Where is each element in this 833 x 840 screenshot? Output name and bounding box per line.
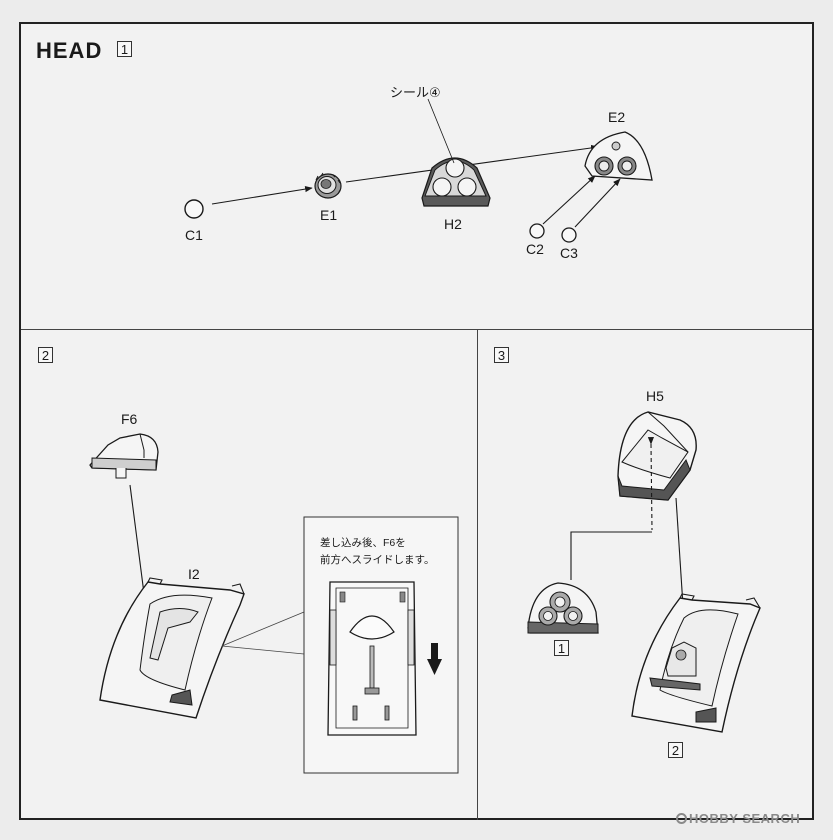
detail-plate (327, 581, 417, 736)
watermark: HOBBY SEARCH (676, 811, 800, 826)
part-c1 (184, 199, 204, 219)
part-c2 (529, 223, 545, 239)
label-e1: E1 (320, 207, 338, 223)
ref-box-1: 1 (554, 640, 569, 656)
vertical-divider (477, 329, 478, 820)
part-i2 (99, 577, 245, 719)
assembly-arrow-c3-e2 (574, 178, 621, 228)
seal-leader-line (427, 98, 455, 164)
label-h2: H2 (444, 216, 462, 232)
down-arrow-icon (427, 643, 442, 675)
horizontal-divider (21, 329, 812, 330)
step-number-1: 1 (117, 41, 132, 57)
part-e2 (584, 131, 653, 181)
label-c3: C3 (560, 245, 578, 261)
detail-note-line-1: 差し込み後、F6を (320, 537, 406, 549)
label-h5: H5 (646, 388, 664, 404)
part-h5 (617, 411, 697, 501)
assembly-guide-h2e2-h5 (570, 531, 652, 580)
label-f6: F6 (121, 411, 138, 427)
ref-box-2: 2 (668, 742, 683, 758)
part-e1 (314, 172, 342, 199)
assembly-arrow-c2-e2 (542, 175, 596, 225)
label-seal: シール④ (390, 85, 441, 100)
step-number-2: 2 (38, 347, 53, 363)
detail-note-line-2: 前方へスライドします。 (320, 554, 435, 566)
label-e2: E2 (608, 109, 626, 125)
label-c2: C2 (526, 241, 544, 257)
page-title: HEAD (36, 38, 103, 63)
subassembly-1 (527, 582, 599, 634)
part-c3 (561, 227, 577, 243)
subassembly-2 (631, 593, 761, 733)
label-c1: C1 (185, 227, 203, 243)
step-number-3: 3 (494, 347, 509, 363)
watermark-logo-icon (676, 813, 687, 824)
detail-note: 差し込み後、F6を 前方へスライドします。 (320, 535, 434, 569)
watermark-text: HOBBY SEARCH (689, 811, 801, 826)
assembly-arrow-c1-e1 (211, 186, 313, 205)
assembly-guide-h5-head (647, 437, 654, 531)
label-i2: I2 (188, 566, 200, 582)
part-f6 (89, 433, 159, 479)
part-h2 (421, 157, 491, 207)
